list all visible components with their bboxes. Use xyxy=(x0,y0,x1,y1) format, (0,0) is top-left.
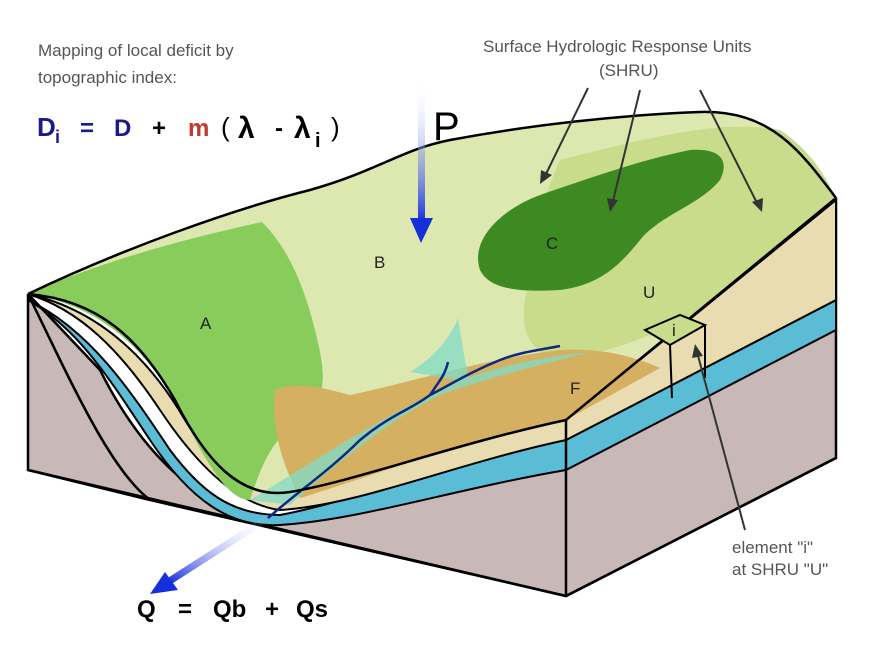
eq-plus: + xyxy=(152,115,166,142)
element-i-edge-left xyxy=(669,344,673,399)
eq-m: m xyxy=(188,115,209,142)
eq-lambda-i: λ xyxy=(294,112,311,145)
zone-b-label: B xyxy=(374,253,385,272)
shru-arrows xyxy=(544,87,759,531)
surface-outline xyxy=(27,110,837,296)
aquifer-layer xyxy=(27,298,837,527)
precip-arrow-shaft xyxy=(418,80,425,222)
eq-lambda-subscript: i xyxy=(315,130,321,152)
element-caption-line2: at SHRU "U" xyxy=(732,560,828,579)
element-i-label: i xyxy=(672,321,676,340)
element-caption-line1: element "i" xyxy=(732,538,813,557)
eq-lambda: λ xyxy=(238,112,255,145)
eq-q: Q xyxy=(137,596,156,623)
eq-q-plus: + xyxy=(265,596,279,623)
precip-arrow-head xyxy=(410,218,433,243)
eq-minus: - xyxy=(275,115,283,142)
surface-zone-f xyxy=(274,349,660,498)
riparian-zone xyxy=(250,318,590,505)
eq-qs: Qs xyxy=(296,596,328,623)
eq-open-paren: ( xyxy=(221,112,230,142)
precip-label: P xyxy=(433,105,460,149)
stream-network xyxy=(267,344,561,519)
surface-zone-a xyxy=(28,222,323,500)
discharge-arrow-shaft xyxy=(166,515,270,585)
surface-zone-c xyxy=(478,149,724,291)
caption-left-line1: Mapping of local deficit by xyxy=(38,41,234,60)
eq-equals: = xyxy=(80,115,94,142)
discharge-equation: Q = Qb + Qs xyxy=(137,596,328,623)
eq-close-paren: ) xyxy=(331,112,340,142)
zone-u-label: U xyxy=(643,283,655,302)
deficit-equation: D i = D + m ( λ - λ i ) xyxy=(37,112,340,152)
caption-right-line2: (SHRU) xyxy=(599,61,659,80)
zone-f-label: F xyxy=(570,379,580,398)
valley-outline xyxy=(27,197,837,495)
eq-d-mean: D xyxy=(114,115,131,142)
eq-d-subscript: i xyxy=(55,127,60,147)
caption-left-line2: topographic index: xyxy=(38,68,177,87)
eq-d-local: D xyxy=(37,112,56,142)
eq-qb: Qb xyxy=(213,596,246,623)
shru-arrowheads xyxy=(540,170,763,358)
zone-c-label: C xyxy=(546,234,558,253)
caption-right-line1: Surface Hydrologic Response Units xyxy=(483,37,751,56)
zone-a-label: A xyxy=(200,314,212,333)
discharge-arrow-head xyxy=(150,572,178,594)
eq-q-equals: = xyxy=(178,596,192,623)
